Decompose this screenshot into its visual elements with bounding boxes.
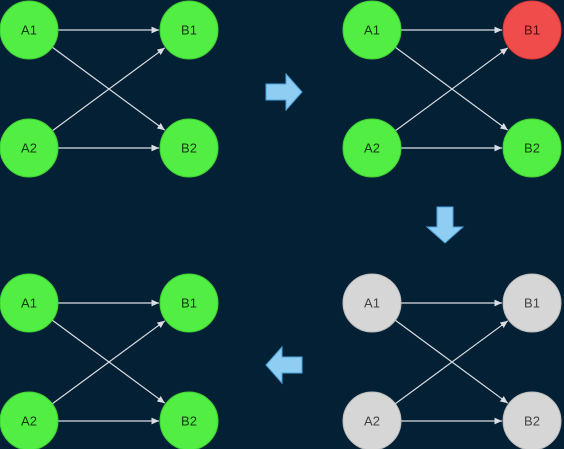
node-label: A1 [364,23,380,38]
node-circle [0,273,59,333]
edge-a2-b1 [51,320,166,405]
node-circle [159,118,219,178]
node-circle [502,273,562,333]
node-a1: A1 [0,273,59,333]
node-label: B2 [524,414,540,429]
node-b2: B2 [502,118,562,178]
node-label: A2 [21,141,37,156]
node-circle [342,118,402,178]
node-label: B2 [181,414,197,429]
node-label: A1 [21,23,37,38]
node-circle [342,0,402,60]
node-circle [159,391,219,449]
node-b1: B1 [502,273,562,333]
node-circle [342,273,402,333]
node-circle [502,391,562,449]
node-a2: A2 [0,391,59,449]
node-label: A2 [364,141,380,156]
node-circle [342,391,402,449]
node-circle [502,0,562,60]
node-b1: B1 [159,273,219,333]
arrow-down-icon [425,206,465,244]
node-circle [159,273,219,333]
node-circle [0,118,59,178]
node-label: A2 [21,414,37,429]
node-circle [0,391,59,449]
node-a1: A1 [0,0,59,60]
node-b2: B2 [159,118,219,178]
edge-a2-b1 [394,47,509,132]
arrow-right-icon [265,72,303,112]
node-b2: B2 [502,391,562,449]
node-label: B2 [524,141,540,156]
node-b1: B1 [502,0,562,60]
node-circle [0,0,59,60]
node-label: B1 [181,23,197,38]
node-label: A2 [364,414,380,429]
node-a1: A1 [342,273,402,333]
node-circle [159,0,219,60]
node-a1: A1 [342,0,402,60]
node-label: B1 [524,23,540,38]
node-b1: B1 [159,0,219,60]
node-label: B1 [524,296,540,311]
node-label: B2 [181,141,197,156]
node-label: A1 [21,296,37,311]
node-label: B1 [181,296,197,311]
node-a2: A2 [342,118,402,178]
arrow-left-icon [265,345,303,385]
node-a2: A2 [342,391,402,449]
node-a2: A2 [0,118,59,178]
edge-a2-b1 [51,47,166,132]
node-circle [502,118,562,178]
edge-a2-b1 [394,320,509,405]
node-b2: B2 [159,391,219,449]
node-label: A1 [364,296,380,311]
